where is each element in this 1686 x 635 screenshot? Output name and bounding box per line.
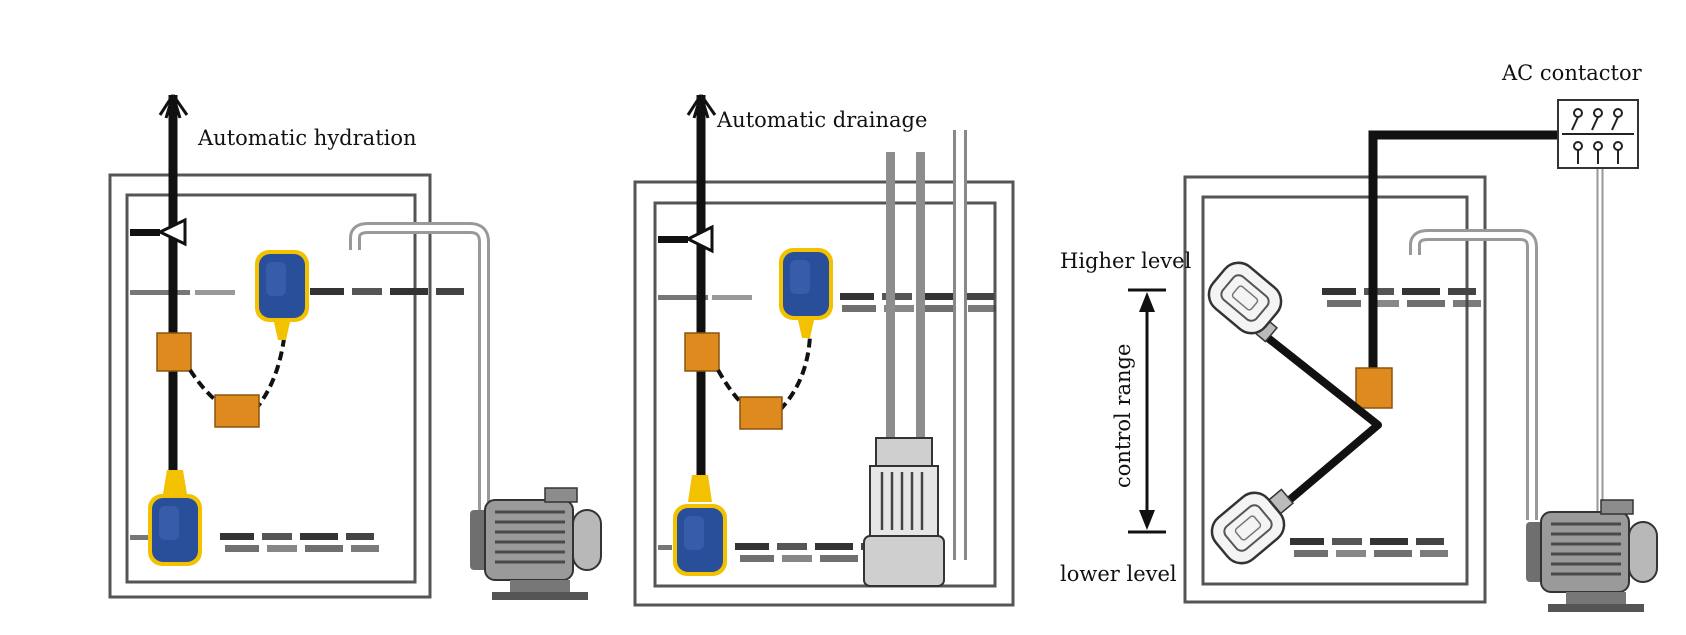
tank-outer	[108, 173, 432, 599]
panel-hydration: Automatic hydration	[108, 94, 603, 602]
motor-pump-icon	[468, 486, 603, 602]
motor-pump-icon	[1524, 498, 1659, 614]
counterweight-lower	[739, 396, 783, 430]
label-lower-level: lower level	[1060, 562, 1177, 586]
cable-clamp	[130, 217, 187, 247]
control-cable	[1368, 130, 1558, 368]
label-ac-contactor: AC contactor	[1501, 61, 1643, 85]
float-neck	[274, 322, 290, 340]
float-switch-icon-upper	[255, 250, 309, 322]
label-automatic-drainage: Automatic drainage	[716, 108, 927, 132]
label-higher-level: Higher level	[1060, 249, 1192, 273]
cable-bundle	[158, 94, 189, 475]
tank-inner	[653, 201, 997, 588]
control-range-marker	[1128, 288, 1166, 534]
float-neck-lower	[163, 470, 187, 494]
label-control-range: control range	[1111, 344, 1135, 488]
tank-outer	[633, 180, 1015, 607]
cable-clamp	[658, 224, 714, 254]
upper-water-line	[1322, 288, 1481, 307]
counterweight-lower	[214, 394, 260, 428]
outlet-pipe	[1409, 229, 1538, 520]
panel-drainage: Automatic drainage	[633, 94, 1015, 607]
outlet-pipe	[349, 222, 490, 526]
counterweight-upper	[684, 332, 720, 372]
float-switch-icon-lower	[673, 504, 727, 576]
tank-outer	[1183, 175, 1487, 604]
upper-water-line	[130, 288, 464, 295]
lower-water-line	[658, 543, 894, 562]
float-switch-icon-lower	[148, 494, 202, 566]
tank-inner	[125, 193, 417, 584]
float-cables	[1265, 334, 1382, 512]
ac-contactor-icon	[1557, 99, 1639, 169]
tank-inner	[1201, 195, 1469, 586]
cable-bundle	[686, 94, 717, 475]
submersible-pump-icon	[863, 437, 945, 587]
float-neck-lower	[688, 475, 712, 502]
counterweight	[1355, 367, 1393, 409]
upper-water-line	[658, 293, 996, 312]
float-switch-icon-upper	[779, 248, 833, 320]
panel-contactor: Higher level lower level control range A…	[1060, 61, 1659, 614]
discharge-pipes	[886, 130, 967, 560]
float-neck	[798, 320, 814, 338]
counterweight-upper	[156, 332, 192, 372]
lower-water-line	[1290, 538, 1448, 557]
label-automatic-hydration: Automatic hydration	[197, 126, 417, 150]
